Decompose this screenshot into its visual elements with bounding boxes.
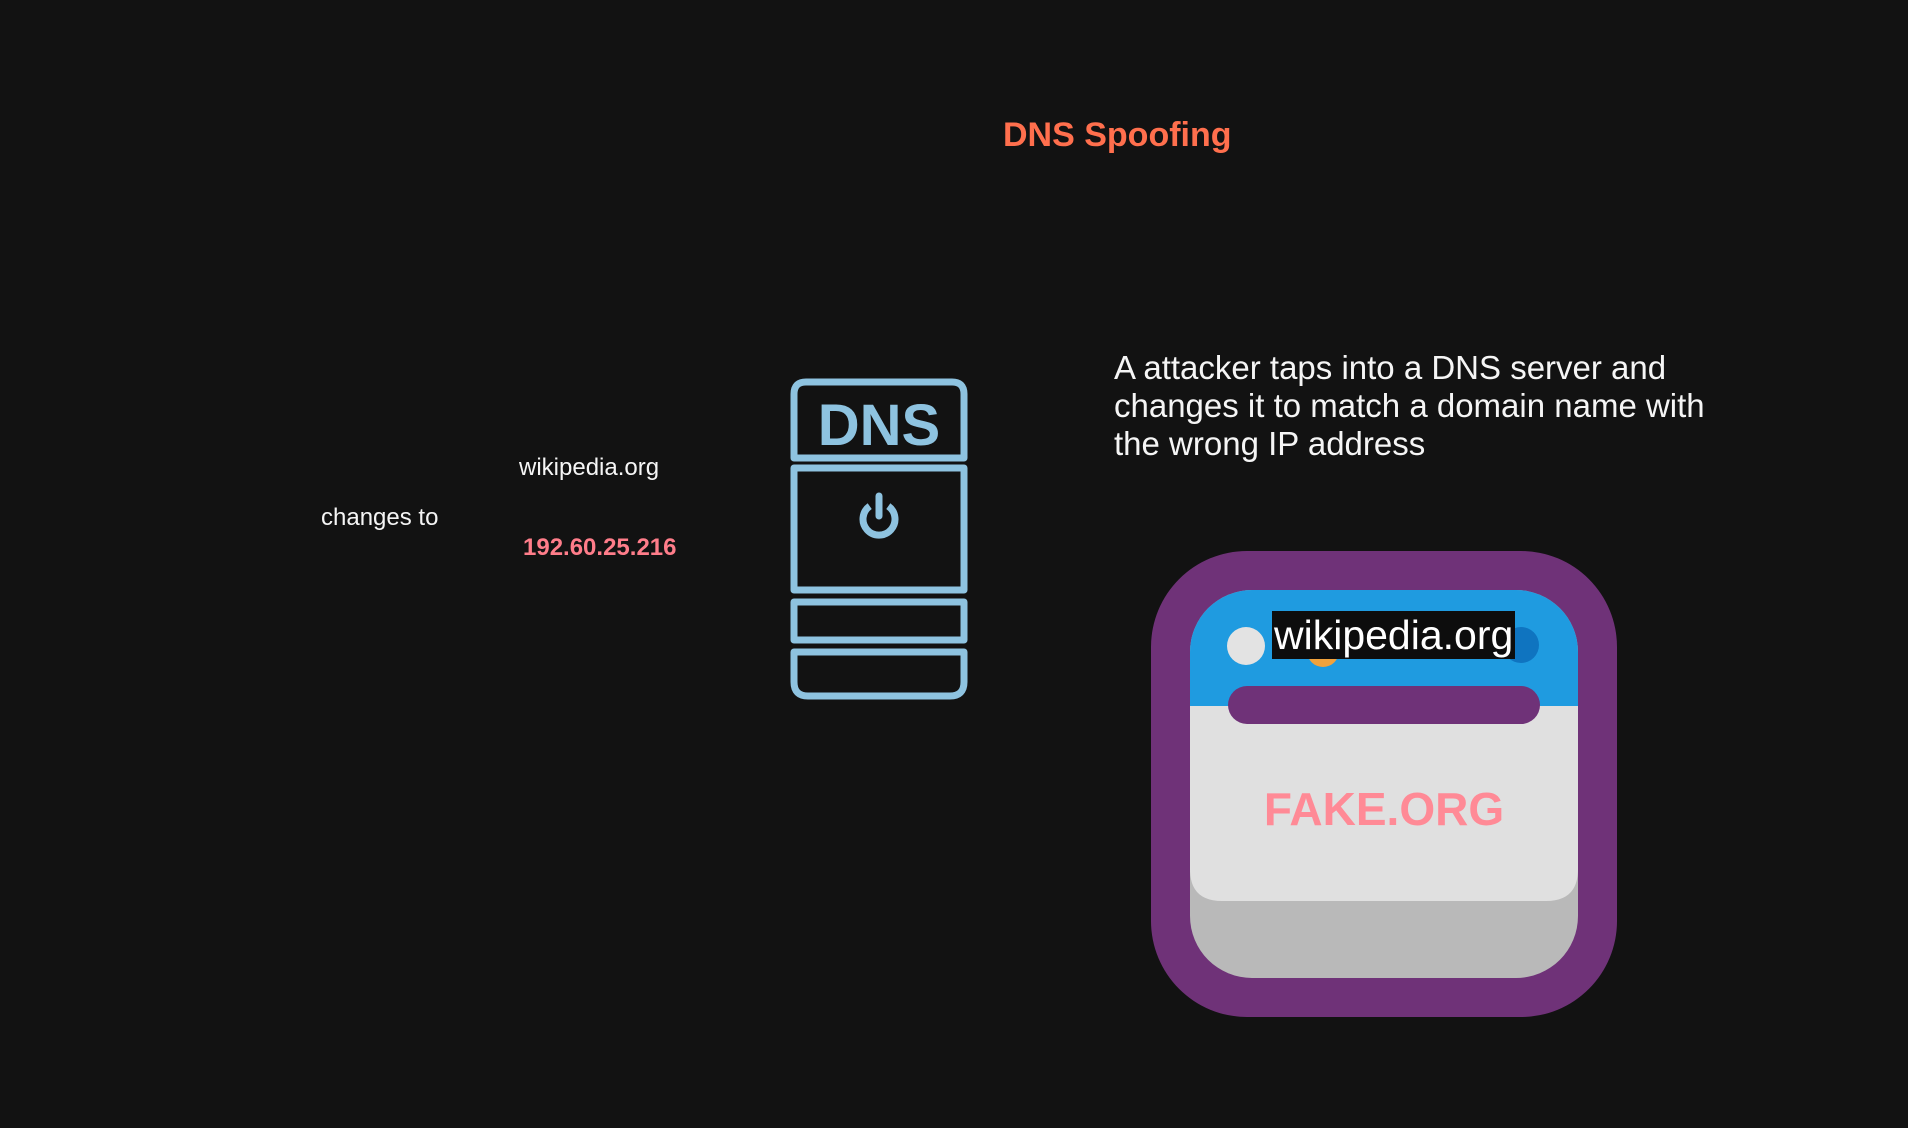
window-dot-icon bbox=[1227, 627, 1265, 665]
dns-server-base bbox=[790, 648, 968, 700]
dns-server-top-panel bbox=[790, 378, 968, 462]
description-text: A attacker taps into a DNS server and ch… bbox=[1114, 349, 1705, 462]
diagram-title: DNS Spoofing bbox=[1003, 116, 1232, 154]
browser-domain-label: wikipedia.org bbox=[1272, 611, 1516, 659]
power-icon bbox=[859, 492, 899, 539]
dns-server-main-panel bbox=[790, 464, 968, 594]
address-bar bbox=[1228, 686, 1540, 724]
spoofed-ip-label: 192.60.25.216 bbox=[523, 534, 677, 561]
dns-label: DNS bbox=[818, 393, 940, 458]
dns-server-icon: DNS bbox=[790, 378, 968, 700]
changes-to-label: changes to bbox=[321, 504, 439, 531]
dns-server-drive-bay bbox=[790, 598, 968, 644]
fake-site-label: FAKE.ORG bbox=[1263, 783, 1505, 835]
original-domain-label: wikipedia.org bbox=[519, 454, 660, 481]
browser-window-icon bbox=[1151, 551, 1617, 1017]
